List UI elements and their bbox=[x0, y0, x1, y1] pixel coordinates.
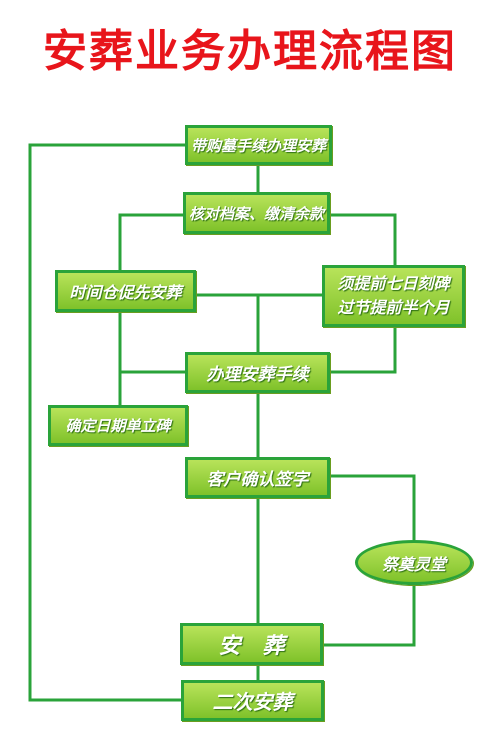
connector-loop-back bbox=[28, 143, 185, 702]
node-handle-burial: 办理安葬手续 bbox=[185, 352, 330, 393]
node-timely-burial: 时间仓促先安葬 bbox=[55, 270, 196, 312]
page-title: 安葬业务办理流程图 bbox=[43, 26, 457, 77]
connector-check-left-branch bbox=[118, 213, 185, 270]
node-buy-grave: 带购墓手续办理安葬 bbox=[185, 125, 332, 165]
connector-check-right-branch bbox=[330, 213, 397, 265]
node-check-archive: 核对档案、缴清余款 bbox=[183, 192, 330, 234]
connector-sign-to-memorial bbox=[330, 474, 416, 540]
node-set-date: 确定日期单立碑 bbox=[48, 405, 188, 446]
node-burial: 安 葬 bbox=[180, 623, 323, 665]
node-second-burial: 二次安葬 bbox=[181, 680, 324, 721]
connector-engrave-to-handle bbox=[330, 326, 397, 374]
node-engrave-notice: 须提前七日刻碑 过节提前半个月 bbox=[322, 265, 465, 327]
connector-memorial-to-burial bbox=[322, 584, 416, 647]
node-customer-sign: 客户确认签字 bbox=[185, 457, 330, 498]
node-memorial-hall: 祭奠灵堂 bbox=[355, 540, 473, 585]
